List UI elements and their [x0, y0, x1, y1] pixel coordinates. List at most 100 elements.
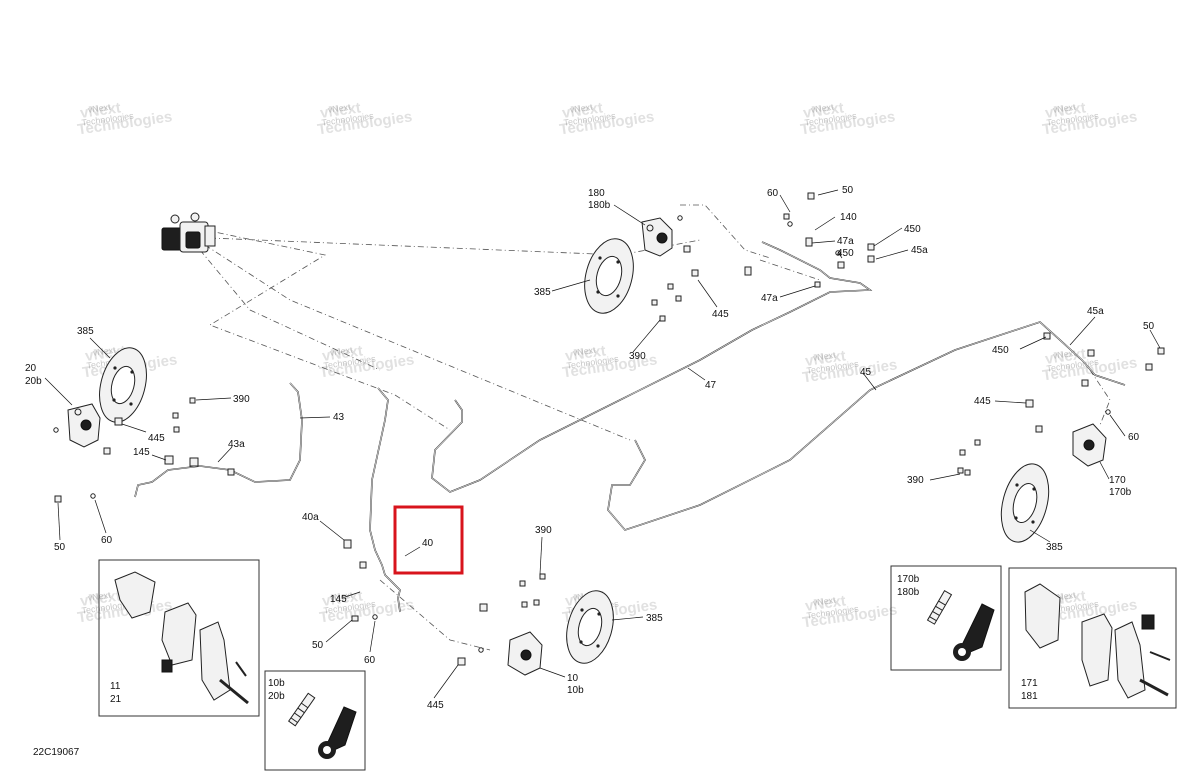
svg-text:vNext: vNext — [1044, 345, 1087, 368]
svg-text:vNext: vNext — [572, 345, 597, 358]
part-label: 145 — [133, 447, 150, 458]
inset-label: 170b — [897, 574, 920, 585]
part-labels: 180 180b 60 50 140 47a 450 450 45a 47a 3… — [25, 185, 1155, 711]
svg-text:vNext: vNext — [804, 592, 847, 615]
part-label: 47 — [705, 380, 717, 391]
part-label: 450 — [904, 224, 921, 235]
part-label: 50 — [1143, 321, 1155, 332]
part-label: 43a — [228, 439, 245, 450]
fasteners — [53, 192, 1165, 666]
svg-text:vNext: vNext — [329, 590, 354, 603]
part-label: 445 — [712, 309, 729, 320]
brake-lines — [134, 241, 1126, 613]
svg-text:vNext: vNext — [812, 350, 837, 363]
svg-text:vNext: vNext — [1052, 102, 1077, 115]
highlight-box — [393, 505, 464, 575]
part-label: 60 — [101, 535, 113, 546]
caliper-rear-right — [1072, 423, 1107, 467]
inset-label: 171 — [1021, 678, 1038, 689]
part-label: 450 — [992, 345, 1009, 356]
watermarks: vNext Technologies vNext Technologies vN… — [76, 99, 1138, 631]
svg-text:vNext: vNext — [802, 99, 845, 122]
watermark: vNext Technologies vNext Technologies — [558, 99, 655, 138]
svg-text:vNext: vNext — [327, 102, 352, 115]
part-label: 180b — [588, 200, 611, 211]
part-label: 445 — [148, 433, 165, 444]
svg-text:vNext: vNext — [564, 342, 607, 365]
svg-text:vNext: vNext — [810, 102, 835, 115]
inset-bleeder-right: 170b 180b — [890, 565, 1002, 671]
caliper-front-left — [67, 403, 101, 448]
part-label: 40 — [422, 538, 434, 549]
part-label: 180 — [588, 188, 605, 199]
brake-disc-front-left — [99, 347, 147, 423]
inset-label: 10b — [268, 678, 285, 689]
part-label: 43 — [333, 412, 345, 423]
watermark: vNext Technologies vNext Technologies — [318, 342, 415, 381]
part-label: 50 — [842, 185, 854, 196]
part-label: 170 — [1109, 475, 1126, 486]
part-label: 140 — [840, 212, 857, 223]
caliper-front-right — [641, 217, 673, 257]
inset-label: 20b — [268, 691, 285, 702]
svg-text:vNext: vNext — [1052, 348, 1077, 361]
part-label: 47a — [761, 293, 778, 304]
brake-disc-front-right — [584, 238, 634, 314]
routing-guide-lines — [199, 204, 1111, 651]
svg-text:vNext: vNext — [319, 99, 362, 122]
inset-bleeder-left: 10b 20b — [264, 670, 366, 771]
part-label: 60 — [767, 188, 779, 199]
watermark: vNext Technologies vNext Technologies — [799, 99, 896, 138]
part-label: 20b — [25, 376, 42, 387]
svg-text:vNext: vNext — [79, 99, 122, 122]
caliper-rear-center — [507, 631, 543, 676]
part-label: 45a — [911, 245, 928, 256]
watermark: vNext Technologies vNext Technologies — [76, 99, 173, 138]
inset-label: 21 — [110, 694, 122, 705]
inset-label: 11 — [110, 681, 121, 692]
inset-brake-pads-right: 171 181 — [1008, 567, 1177, 709]
part-label: 20 — [25, 363, 37, 374]
svg-text:vNext: vNext — [321, 342, 364, 365]
part-label: 385 — [534, 287, 551, 298]
svg-text:vNext: vNext — [92, 345, 117, 358]
part-label: 45a — [1087, 306, 1104, 317]
part-label: 445 — [427, 700, 444, 711]
svg-text:vNext: vNext — [569, 102, 594, 115]
part-label: 385 — [77, 326, 94, 337]
part-label: 10 — [567, 673, 579, 684]
part-label: 385 — [1046, 542, 1063, 553]
part-label: 450 — [837, 248, 854, 259]
svg-text:vNext: vNext — [329, 345, 354, 358]
brake-disc-rear-right — [1000, 463, 1050, 543]
svg-text:vNext: vNext — [79, 587, 122, 610]
inset-label: 181 — [1021, 691, 1038, 702]
brake-disc-rear-center — [566, 590, 614, 664]
part-label: 390 — [629, 351, 646, 362]
part-label: 10b — [567, 685, 584, 696]
part-label: 390 — [907, 475, 924, 486]
part-label: 45 — [860, 367, 872, 378]
part-label: 50 — [54, 542, 66, 553]
watermark: vNext Technologies vNext Technologies — [801, 592, 898, 631]
part-label: 390 — [535, 525, 552, 536]
watermark: vNext Technologies vNext Technologies — [316, 99, 413, 138]
watermark: vNext Technologies vNext Technologies — [1041, 345, 1138, 384]
abs-module — [161, 212, 216, 253]
leader-lines — [44, 189, 1161, 699]
part-label: 445 — [974, 396, 991, 407]
inset-brake-pads-left: 11 21 — [98, 559, 260, 717]
part-label: 385 — [646, 613, 663, 624]
watermark: vNext Technologies vNext Technologies — [801, 347, 898, 386]
part-label: 145 — [330, 594, 347, 605]
svg-text:vNext: vNext — [1044, 99, 1087, 122]
part-label: 47a — [837, 236, 854, 247]
inset-label: 180b — [897, 587, 920, 598]
diagram-code: 22C19067 — [33, 747, 80, 758]
svg-text:vNext: vNext — [87, 102, 112, 115]
svg-text:vNext: vNext — [804, 347, 847, 370]
part-label: 60 — [364, 655, 376, 666]
part-label: 170b — [1109, 487, 1132, 498]
part-label: 60 — [1128, 432, 1140, 443]
